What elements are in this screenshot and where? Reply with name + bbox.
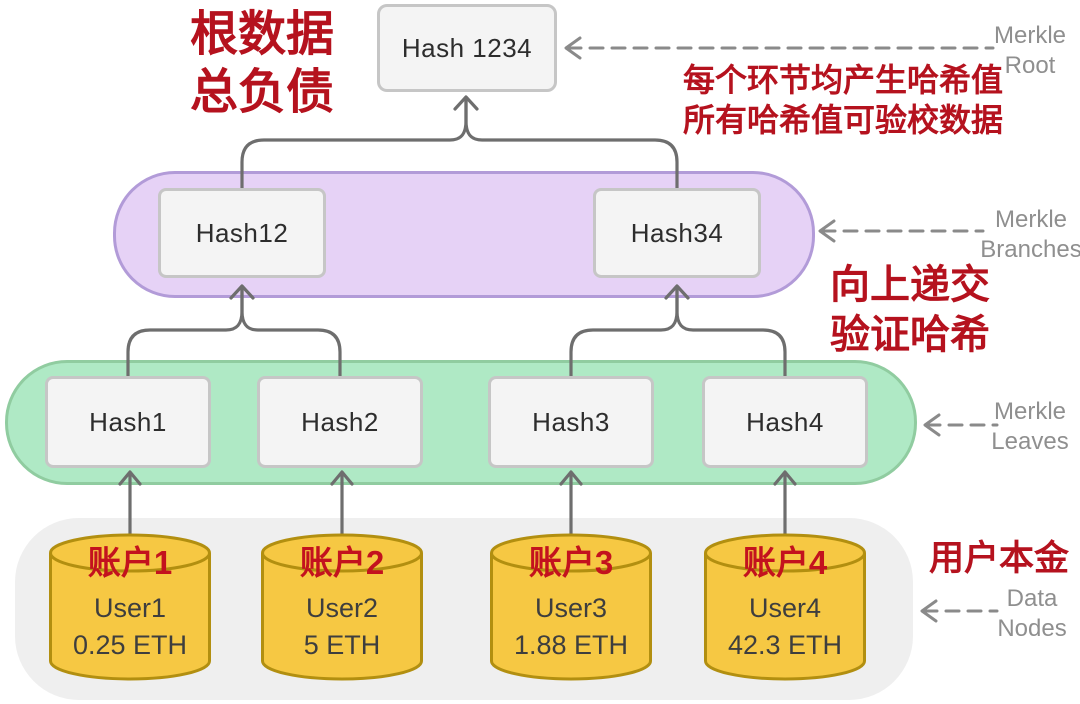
account-label: 账户1 xyxy=(87,544,173,581)
hash4-box: Hash4 xyxy=(702,376,868,468)
side-label-line: Nodes xyxy=(997,615,1067,642)
hash34-box: Hash34 xyxy=(593,188,761,278)
hash-note-line2: 所有哈希值可验校数据 xyxy=(682,102,1003,138)
hash-note-line1: 每个环节均产生哈希值 xyxy=(682,62,1003,98)
root-title-line2: 总负债 xyxy=(189,66,334,119)
account-cylinder-1: 账户1 User1 0.25 ETH xyxy=(48,532,212,692)
user-name: User1 xyxy=(93,593,167,623)
annotation-submit-note: 向上递交 验证哈希 xyxy=(790,260,1030,360)
account-label: 账户4 xyxy=(742,544,828,581)
merkle-root-label: Hash 1234 xyxy=(401,32,533,63)
merkle-root-box: Hash 1234 xyxy=(377,4,557,92)
user-amount: 0.25 ETH xyxy=(72,630,188,660)
user-amount: 1.88 ETH xyxy=(513,630,629,660)
account-label: 账户2 xyxy=(299,544,385,581)
side-label-line: Leaves xyxy=(991,428,1069,455)
side-label-merkle-branches: Merkle Branches xyxy=(966,205,1080,265)
side-label-merkle-root: Merkle Root xyxy=(965,21,1080,81)
database-cylinder-icon xyxy=(261,533,423,681)
side-label-line: Merkle xyxy=(993,22,1066,49)
account-cylinder-2: 账户2 User2 5 ETH xyxy=(260,532,424,692)
hash4-label: Hash4 xyxy=(746,406,824,437)
annotation-principal-label: 用户本金 xyxy=(929,539,1070,578)
user-name: User3 xyxy=(534,593,608,623)
hash3-label: Hash3 xyxy=(532,406,610,437)
side-label-data-nodes: Data Nodes xyxy=(967,584,1080,644)
hash2-label: Hash2 xyxy=(301,406,379,437)
side-label-line: Branches xyxy=(980,236,1080,263)
hash1-label: Hash1 xyxy=(89,406,167,437)
side-label-line: Merkle xyxy=(994,206,1067,233)
account-label: 账户3 xyxy=(528,544,614,581)
hash12-label: Hash12 xyxy=(195,217,289,248)
hash12-box: Hash12 xyxy=(158,188,326,278)
side-label-line: Data xyxy=(1006,585,1058,612)
user-name: User4 xyxy=(748,593,822,623)
database-cylinder-icon xyxy=(490,533,652,681)
account-cylinder-3: 账户3 User3 1.88 ETH xyxy=(489,532,653,692)
hash2-box: Hash2 xyxy=(257,376,423,468)
user-name: User2 xyxy=(305,593,379,623)
database-cylinder-icon xyxy=(49,533,211,681)
user-amount: 42.3 ETH xyxy=(727,630,843,660)
side-label-line: Root xyxy=(1004,52,1056,79)
side-label-merkle-leaves: Merkle Leaves xyxy=(965,397,1080,457)
hash3-box: Hash3 xyxy=(488,376,654,468)
submit-note-line1: 向上递交 xyxy=(830,263,990,307)
submit-note-line2: 验证哈希 xyxy=(830,313,990,357)
hash1-box: Hash1 xyxy=(45,376,211,468)
side-label-line: Merkle xyxy=(993,398,1066,425)
database-cylinder-icon xyxy=(704,533,866,681)
annotation-root-title: 根数据 总负债 xyxy=(152,6,372,122)
account-cylinder-4: 账户4 User4 42.3 ETH xyxy=(703,532,867,692)
hash34-label: Hash34 xyxy=(630,217,724,248)
root-title-line1: 根数据 xyxy=(189,8,334,61)
annotation-hash-note: 每个环节均产生哈希值 所有哈希值可验校数据 xyxy=(668,60,1018,140)
user-amount: 5 ETH xyxy=(303,630,381,660)
